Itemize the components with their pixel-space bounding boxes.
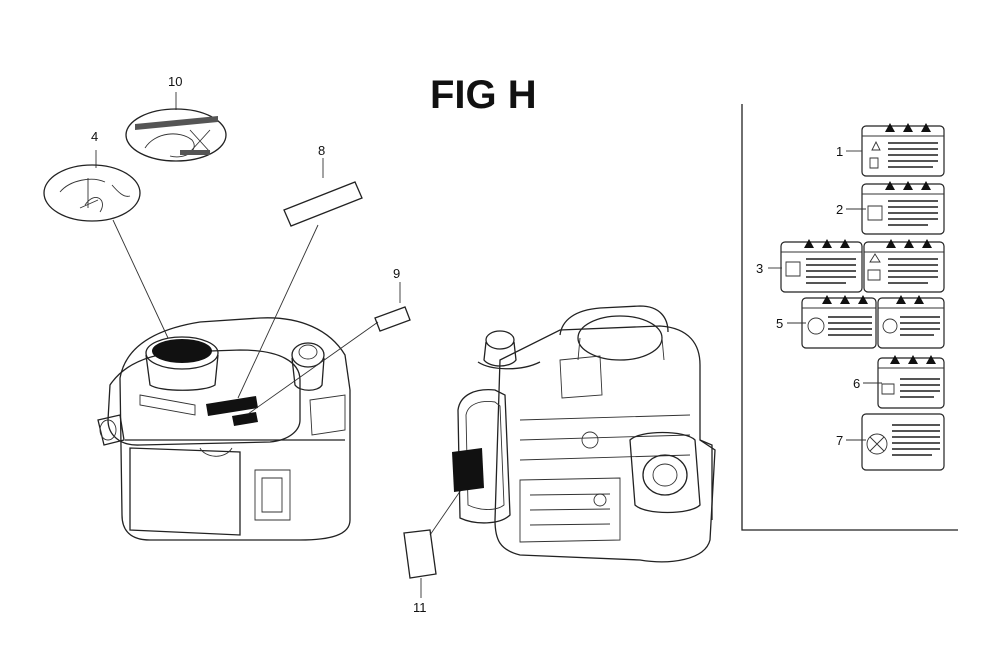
label-panel xyxy=(741,104,958,531)
engine-rear-view xyxy=(452,305,716,563)
callout-7: 7 xyxy=(836,433,843,448)
warning-label-1 xyxy=(861,123,945,177)
callout-9: 9 xyxy=(393,266,400,281)
figure-title: FIG H xyxy=(430,73,537,117)
warning-label-3 xyxy=(780,239,945,293)
warning-label-7 xyxy=(861,413,945,471)
label-part-9 xyxy=(374,306,411,332)
warning-label-5 xyxy=(801,295,945,349)
label-patch-9-on-engine xyxy=(232,412,258,426)
label-part-8 xyxy=(283,181,363,227)
label-part-11 xyxy=(403,529,437,579)
warning-label-6 xyxy=(877,355,945,409)
label-patch-8-on-engine xyxy=(206,396,258,416)
callout-6: 6 xyxy=(853,376,860,391)
emblem-part-4 xyxy=(43,164,141,222)
callout-1: 1 xyxy=(836,144,843,159)
leader-lines xyxy=(95,92,464,598)
callout-4: 4 xyxy=(91,129,98,144)
callout-3: 3 xyxy=(756,261,763,276)
callout-5: 5 xyxy=(776,316,783,331)
callouts: 1 2 3 4 5 6 7 8 9 10 11 xyxy=(91,74,860,615)
callout-2: 2 xyxy=(836,202,843,217)
callout-10: 10 xyxy=(168,74,182,89)
callout-8: 8 xyxy=(318,143,325,158)
callout-11: 11 xyxy=(413,600,427,615)
engine-front-view xyxy=(97,317,351,541)
emblem-part-10 xyxy=(125,108,227,162)
warning-label-2 xyxy=(861,181,945,235)
label-patch-11-on-engine xyxy=(452,448,484,492)
